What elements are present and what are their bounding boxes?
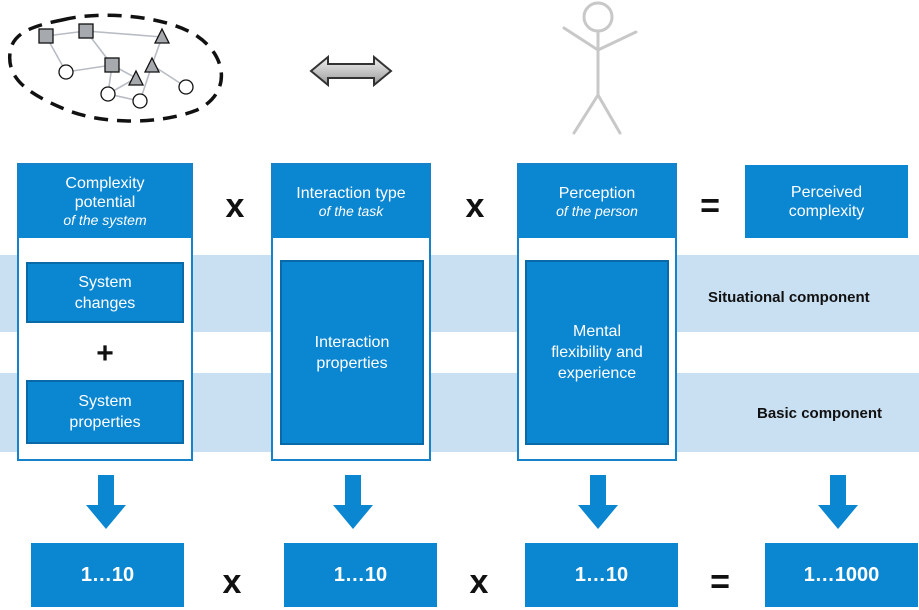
interaction-properties-box: Interaction properties bbox=[280, 260, 424, 445]
system-network-icon bbox=[8, 13, 224, 123]
down-arrow-icon bbox=[86, 475, 126, 529]
plus-operator: + bbox=[96, 337, 114, 370]
mental-flexibility-label: Mental flexibility and experience bbox=[551, 323, 643, 382]
equals-operator: = bbox=[700, 187, 720, 225]
mental-flexibility-box: Mental flexibility and experience bbox=[525, 260, 669, 445]
down-arrow-icon bbox=[578, 475, 618, 529]
factor-subtitle: of the task bbox=[318, 202, 384, 219]
double-arrow-icon bbox=[309, 54, 393, 88]
factor-title: Perceived complexity bbox=[788, 183, 865, 220]
scale-value-box: 1…1000 bbox=[765, 543, 918, 607]
complexity-potential-header: Complexity potential of the system bbox=[19, 165, 191, 238]
factor-subtitle: of the person bbox=[556, 202, 638, 219]
scale-value-box: 1…10 bbox=[284, 543, 437, 607]
stick-figure-icon bbox=[562, 1, 638, 135]
down-arrow-icon bbox=[818, 475, 858, 529]
factor-subtitle: of the system bbox=[63, 212, 147, 228]
multiply-operator: x bbox=[225, 187, 245, 225]
multiply-operator: x bbox=[465, 187, 485, 225]
factor-title: Perception bbox=[558, 184, 636, 202]
perceived-complexity-header: Perceived complexity bbox=[745, 165, 908, 238]
system-changes-box: System changes bbox=[26, 262, 184, 323]
scale-value-box: 1…10 bbox=[525, 543, 678, 607]
system-changes-label: System changes bbox=[74, 273, 136, 312]
interaction-properties-label: Interaction properties bbox=[314, 333, 390, 372]
factor-title: Complexity potential bbox=[65, 175, 145, 211]
situational-component-label: Situational component bbox=[708, 289, 870, 306]
basic-component-label: Basic component bbox=[757, 405, 883, 422]
system-properties-box: System properties bbox=[26, 380, 184, 444]
multiply-operator: x bbox=[469, 563, 489, 601]
down-arrow-icon bbox=[333, 475, 373, 529]
interaction-type-header: Interaction type of the task bbox=[273, 165, 429, 238]
perception-header: Perception of the person bbox=[519, 165, 675, 238]
system-properties-label: System properties bbox=[69, 393, 141, 431]
factor-title: Interaction type bbox=[296, 184, 406, 202]
equals-operator: = bbox=[710, 563, 730, 601]
multiply-operator: x bbox=[222, 563, 242, 601]
scale-value-box: 1…10 bbox=[31, 543, 184, 607]
